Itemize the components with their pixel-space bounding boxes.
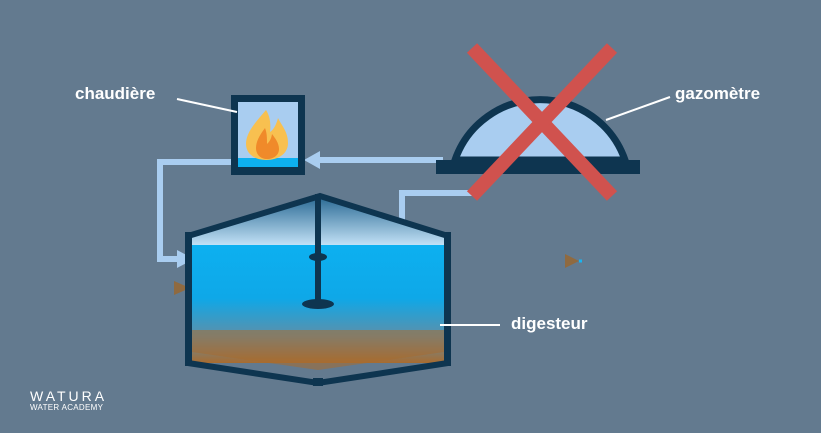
boiler [231,95,305,175]
label-boiler: chaudière [75,84,156,103]
gas-pipe-to-boiler [304,151,443,169]
cross-icon [466,43,618,201]
gasholder-leader-line [605,96,671,121]
flame-icon [246,110,288,160]
logo-subtitle: WATER ACADEMY [30,403,104,412]
logo: WATURA WATER ACADEMY [30,389,107,413]
boiler-leader-line [176,98,238,113]
logo-brand: WATURA [30,388,108,404]
inflow-arrow [88,281,190,295]
label-gasholder: gazomètre [675,84,761,103]
outflow-arrow [449,254,582,268]
digester-tank [185,192,451,387]
label-digester: digesteur [511,314,588,333]
